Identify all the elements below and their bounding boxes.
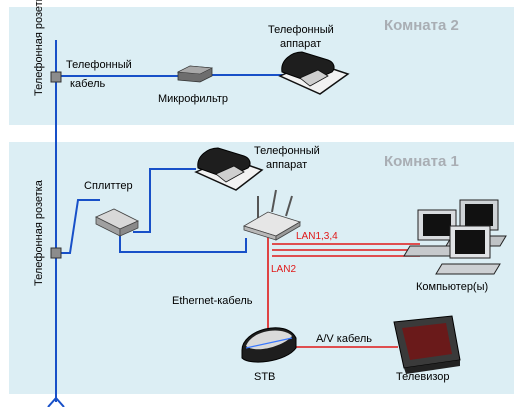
telephone-icon [194,147,264,191]
router-icon [243,189,301,241]
splitter-label: Сплиттер [84,180,133,192]
room-2-title: Комната 2 [384,17,459,34]
television-icon [393,315,461,374]
ethernet-cable-label: Ethernet-кабель [172,295,253,307]
room-1-title: Комната 1 [384,153,459,170]
room-1-phone-cables [56,168,247,254]
phone-bottom-label-line1: Телефонный [254,145,320,157]
room-2-phone-cable [56,74,290,77]
lan2-label: LAN2 [271,264,296,275]
phone-top-label-line2: аппарат [280,38,321,50]
computers-label: Компьютер(ы) [416,281,488,293]
telephone-icon [278,51,350,95]
computer-icon [435,225,501,275]
socket-top-label: Телефонная розетка [33,0,45,96]
phone-cable-label-line1: Телефонный [66,59,132,71]
av-cable-label: A/V кабель [316,333,372,345]
socket-bottom-label: Телефонная розетка [33,179,45,286]
microfilter-label: Микрофильтр [158,93,228,105]
tv-label: Телевизор [396,371,450,383]
phone-cable-label-line2: кабель [70,78,106,90]
wall-socket-icon [50,71,62,83]
main-phone-line [47,40,65,407]
microfilter-icon [176,65,214,83]
room-2-panel [9,7,514,125]
phone-bottom-label-line2: аппарат [266,159,307,171]
stb-label: STB [254,371,275,383]
computer-icon [403,209,465,257]
lan134-label: LAN1,3,4 [296,231,338,242]
splitter-icon [95,208,139,237]
set-top-box-icon [241,327,297,363]
phone-top-label-line1: Телефонный [268,24,334,36]
wall-socket-icon [50,247,62,259]
lan-cables [267,236,420,348]
